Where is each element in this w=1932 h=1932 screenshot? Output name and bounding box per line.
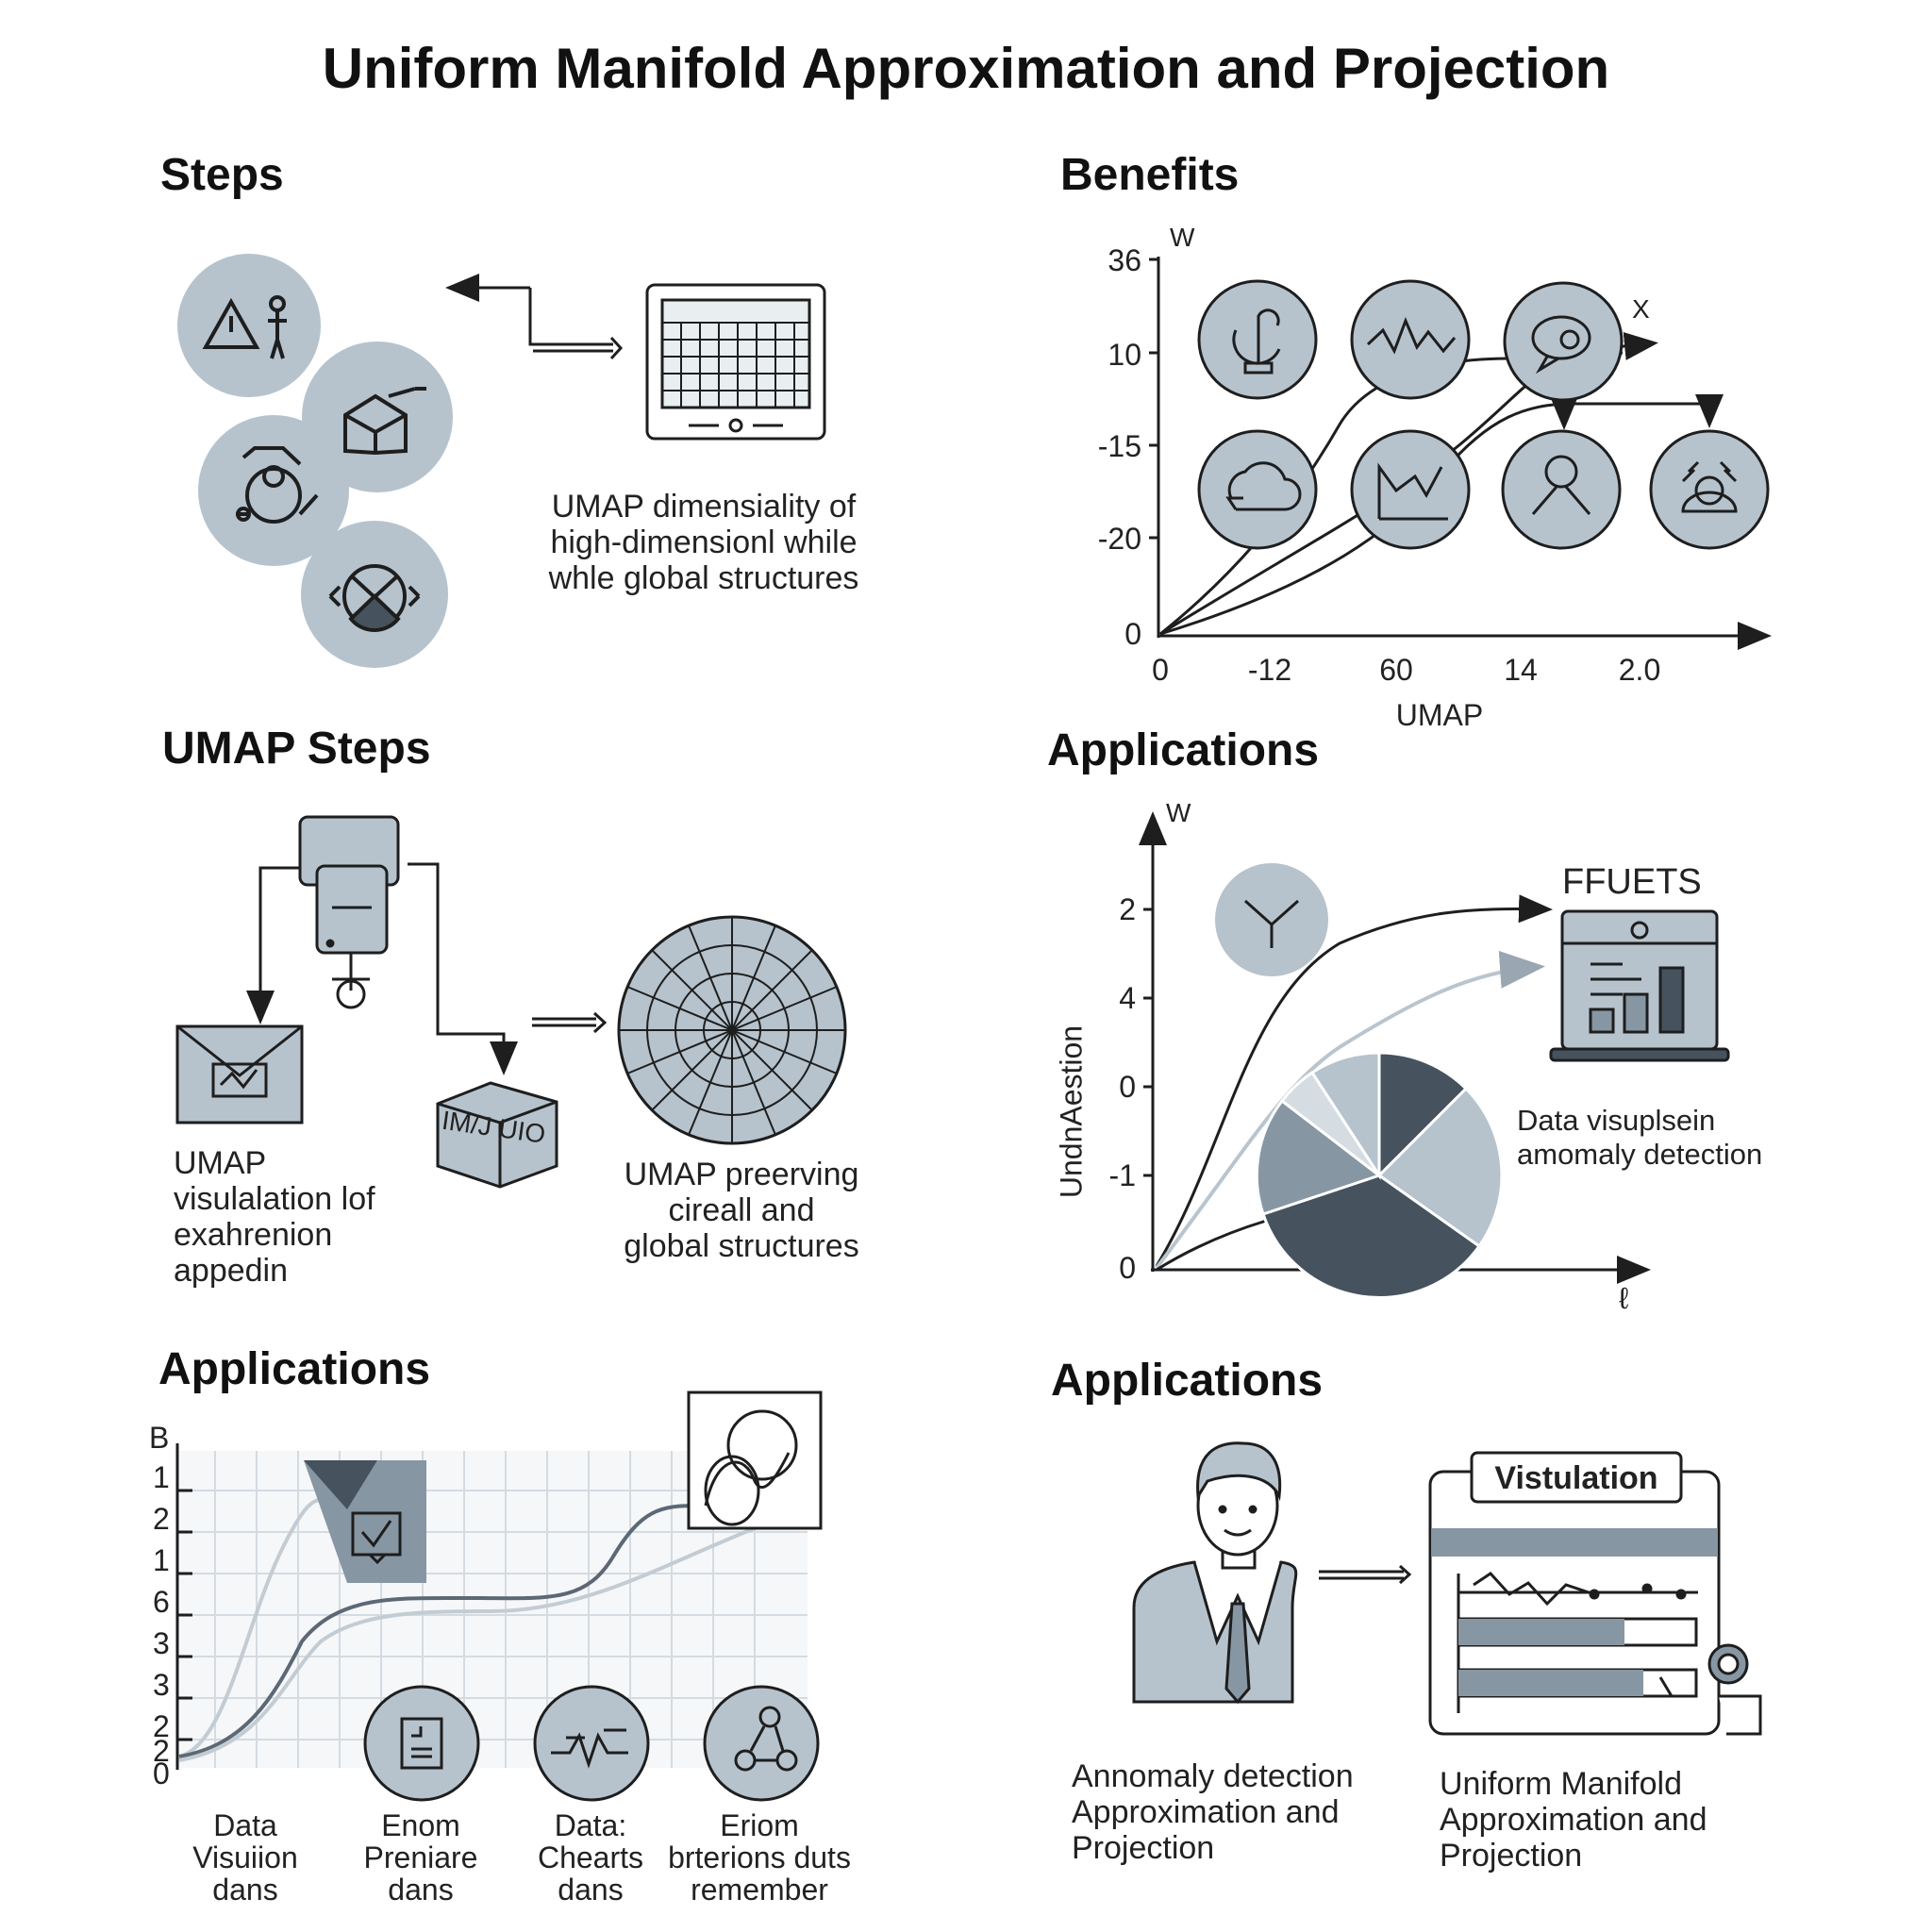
warning-person-icon	[202, 295, 287, 359]
applications-y-tick: 0	[1119, 1070, 1136, 1104]
applications-grid-chart	[175, 1391, 823, 1802]
dashboard-box-label: FFUETS	[1562, 862, 1702, 902]
grid-y-tick: 3	[153, 1626, 170, 1660]
applications-heading: Applications	[1047, 725, 1320, 775]
user-signal-icon	[1681, 460, 1738, 513]
grid-y-tick: 2	[153, 1709, 170, 1743]
benefits-y-tick: -20	[1097, 522, 1141, 556]
tablet-table-icon	[645, 283, 826, 441]
applications-y-tick: 4	[1119, 981, 1136, 1015]
applications-person-caption-right: Uniform Manifold Approximation and Proje…	[1440, 1766, 1707, 1874]
trend-chart-icon	[1377, 462, 1448, 521]
benefits-x-tick: 60	[1379, 653, 1413, 687]
benefits-x-tick: 0	[1152, 653, 1169, 687]
applications-y-tick: 0	[1119, 1251, 1136, 1285]
split-icon-circle	[1215, 863, 1328, 976]
applications-y-axis-title: UndnAestion	[1054, 1024, 1089, 1199]
applications-x-end-label: ℓ	[1619, 1281, 1629, 1315]
radial-globe-icon	[617, 915, 847, 1145]
applications-person-diagram	[1132, 1441, 1762, 1736]
benefits-y-tick: 10	[1108, 338, 1141, 372]
applications-person-heading: Applications	[1051, 1356, 1324, 1406]
compass-icon	[328, 564, 421, 632]
box-icon	[343, 387, 426, 456]
applications-y-tick: 2	[1119, 892, 1136, 926]
applications-grid-heading: Applications	[158, 1344, 431, 1394]
benefits-x-end-label: X	[1632, 294, 1650, 324]
resistor-icon	[551, 1728, 628, 1769]
grid-icon-label: Data Visuiion dans	[192, 1808, 298, 1907]
report-document-icon	[1428, 1451, 1762, 1736]
applications-y-label: W	[1166, 798, 1191, 827]
benefits-x-tick: 14	[1504, 653, 1538, 687]
businessman-icon	[1132, 1441, 1298, 1705]
umap-steps-diagram	[175, 815, 847, 1189]
grid-icon-label: Eriom brterions duts remember	[668, 1808, 851, 1907]
grid-y-tick: 2	[153, 1502, 170, 1536]
application-icon-circles	[363, 1685, 820, 1802]
steps-caption: UMAP dimensiality of high-dimensionl whi…	[548, 489, 859, 596]
pie-frame-icon	[687, 1391, 823, 1530]
steps-flow-arrows	[445, 274, 624, 360]
umap-steps-caption-right: UMAP preerving cireall and global struct…	[624, 1157, 859, 1264]
lever-icon	[1232, 308, 1281, 375]
grid-y-tick: 1	[153, 1460, 170, 1494]
grid-y-tick: 2	[153, 1734, 170, 1768]
doc-title: Vistulation	[1494, 1460, 1658, 1496]
steps-heading: Steps	[160, 150, 284, 200]
network-person-icon	[236, 446, 319, 524]
applications-chart	[1139, 811, 1730, 1299]
benefits-y-tick: 36	[1108, 243, 1141, 277]
benefits-y-tick: -15	[1097, 429, 1141, 463]
benefit-icon-circles	[1197, 279, 1770, 550]
grid-icon-label: Data: Chearts dans	[537, 1808, 644, 1907]
cube-icon	[436, 1081, 558, 1189]
steps-circles	[177, 254, 453, 668]
umap-steps-caption-left: UMAP visulalation lof exahrenion appedin	[174, 1145, 375, 1289]
cloud-refresh-icon	[1225, 461, 1302, 511]
person-icon	[1531, 455, 1591, 515]
envelope-icon	[175, 1024, 304, 1124]
grid-y-tick: B	[149, 1421, 170, 1455]
applications-person-caption-left: Annomaly detection Approximation and Pro…	[1072, 1758, 1354, 1866]
molecule-icon	[734, 1706, 798, 1772]
grid-y-tick: 1	[153, 1543, 170, 1577]
benefits-heading: Benefits	[1060, 150, 1240, 200]
grid-y-tick: 0	[153, 1757, 170, 1790]
benefits-y-label: W	[1170, 223, 1195, 252]
grid-y-tick: 3	[153, 1668, 170, 1702]
phone-device-icon	[298, 815, 400, 1009]
applications-y-tick: -1	[1108, 1158, 1136, 1192]
grid-icon-label: Enom Preniare dans	[363, 1808, 478, 1907]
benefits-x-tick: -12	[1247, 653, 1292, 687]
dashboard-monitor-icon	[1549, 909, 1730, 1062]
page-title: Uniform Manifold Approximation and Proje…	[322, 37, 1610, 100]
document-clock-icon	[400, 1717, 443, 1770]
checklist-card-icon	[304, 1460, 426, 1583]
applications-chart-caption: Data visuplsein amomaly detection	[1517, 1104, 1763, 1171]
benefits-x-tick: 2.0	[1618, 653, 1661, 687]
pie-chart	[1255, 1051, 1504, 1299]
umap-steps-heading: UMAP Steps	[162, 724, 431, 774]
chat-bubble-icon	[1531, 315, 1591, 375]
waveform-icon	[1366, 316, 1457, 355]
benefits-chart	[1149, 257, 1772, 650]
split-icon	[1244, 899, 1299, 948]
benefits-x-axis-title: UMAP	[1395, 698, 1484, 732]
benefits-y-tick: 0	[1124, 617, 1141, 651]
grid-y-tick: 6	[153, 1585, 170, 1619]
